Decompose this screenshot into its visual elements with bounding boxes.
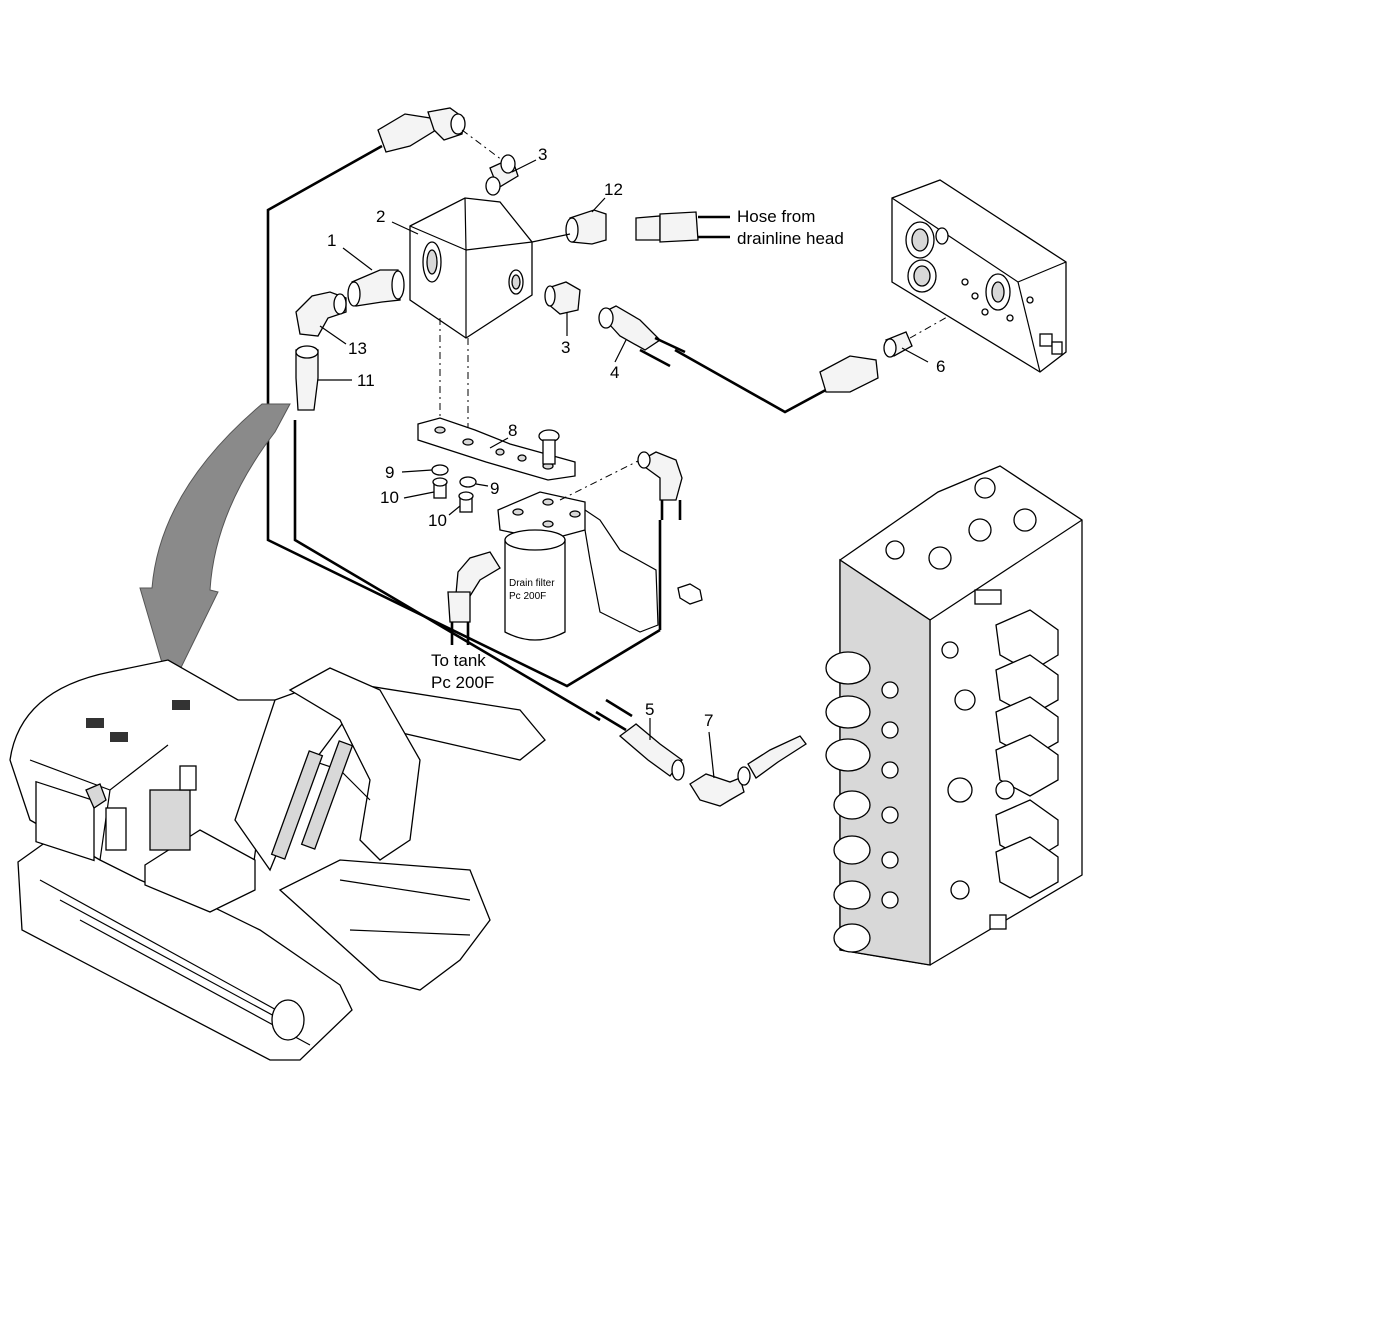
callout-12: 12 — [604, 180, 623, 199]
part-8-bracket — [417, 417, 576, 481]
part-10-bolts — [432, 477, 474, 513]
part-2-block — [409, 197, 533, 339]
callout-2: 2 — [376, 207, 385, 226]
control-valve-assembly — [825, 465, 1083, 966]
callout-13: 13 — [348, 339, 367, 358]
callout-10-left: 10 — [380, 488, 399, 507]
callout-3-lower: 3 — [561, 338, 570, 357]
drainline-head-manifold — [891, 179, 1067, 373]
callout-9-right: 9 — [490, 479, 499, 498]
to-tank-line2: Pc 200F — [431, 673, 494, 692]
callout-9-left: 9 — [385, 463, 394, 482]
filter-label-line2: Pc 200F — [509, 591, 546, 602]
part-11-hose — [295, 345, 319, 411]
pipe-routing — [266, 144, 836, 722]
filter-label-line1: Drain filter — [509, 578, 555, 589]
drain-filter-canister[interactable]: Drain filter Pc 200F — [504, 529, 566, 641]
part-5-hose — [595, 698, 685, 781]
top-hose — [377, 107, 466, 153]
callout-4: 4 — [610, 363, 619, 382]
excavator-overview — [9, 659, 546, 1061]
filter-inlet-hose — [636, 451, 683, 520]
part-13-elbow — [295, 291, 347, 337]
callout-5: 5 — [645, 700, 654, 719]
hose-from-line2: drainline head — [737, 229, 844, 248]
callout-6: 6 — [936, 357, 945, 376]
callout-10-right: 10 — [428, 511, 447, 530]
callout-labels: 1 2 3 3 4 5 6 7 8 9 9 10 10 11 12 13 — [327, 145, 945, 730]
to-tank-line1: To tank — [431, 651, 486, 670]
part-7-elbow — [689, 735, 807, 807]
callout-11: 11 — [357, 371, 375, 390]
filter-outlet-hose — [447, 551, 501, 645]
part-3-upper-nipple — [485, 154, 519, 196]
part-12-nipple — [565, 209, 607, 245]
callout-3-upper: 3 — [538, 145, 547, 164]
bracket-bolt — [538, 429, 560, 465]
part-4-hose — [598, 305, 686, 368]
filter-mount-bracket — [497, 491, 659, 633]
drainline-hose-fitting — [635, 211, 730, 243]
engine-vents — [86, 700, 190, 742]
part-6-hose-end — [819, 331, 913, 393]
callout-1: 1 — [327, 231, 336, 250]
callout-7: 7 — [704, 711, 713, 730]
filter-screw — [677, 583, 703, 605]
part-1-nipple — [347, 269, 405, 307]
hose-from-line1: Hose from — [737, 207, 815, 226]
callout-8: 8 — [508, 421, 517, 440]
annotation-notes: Hose from drainline head To tank Pc 200F — [431, 207, 844, 692]
part-3-lower-nipple — [544, 281, 581, 315]
leader-lines — [318, 159, 929, 779]
